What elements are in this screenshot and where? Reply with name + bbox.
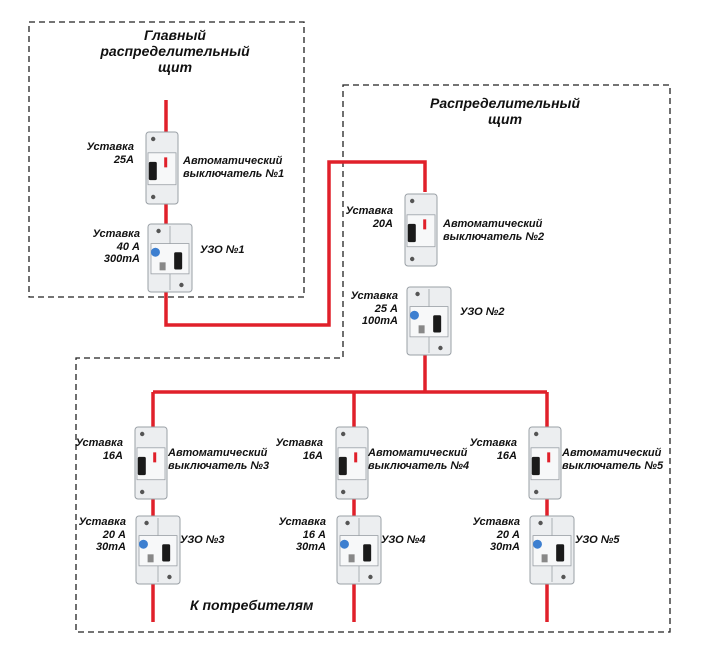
rcd-4-setting: Уставка 16 А 30mA	[278, 516, 326, 554]
toggle-lever-icon	[148, 161, 157, 181]
toggle-lever-icon	[433, 315, 442, 333]
rcd-2-label: УЗО №2	[460, 306, 505, 318]
breaker-2-icon	[404, 193, 438, 267]
red-indicator-icon	[354, 452, 358, 463]
terminal-screw-icon	[415, 291, 420, 297]
rcd-3-label: УЗО №3	[180, 534, 225, 546]
breaker-5-icon	[528, 426, 562, 500]
terminal-screw-icon	[368, 574, 373, 580]
breaker-4-icon	[335, 426, 369, 500]
test-button-icon	[150, 247, 160, 257]
rcd-1-icon	[147, 223, 193, 293]
terminal-screw-icon	[167, 574, 172, 580]
toggle-lever-icon	[137, 456, 146, 476]
breaker-1-label: Автоматический выключатель №1	[183, 155, 285, 180]
breaker-1-icon	[145, 131, 179, 205]
breaker-1-setting: Уставка 25А	[86, 141, 134, 166]
rcd-front	[339, 535, 379, 567]
terminal-screw-icon	[140, 489, 145, 495]
terminal-screw-icon	[151, 194, 156, 200]
breaker-2-setting: Уставка 20А	[345, 205, 393, 230]
terminal-screw-icon	[410, 198, 415, 204]
consumers-label: К потребителям	[190, 597, 314, 613]
label-window-icon	[348, 554, 355, 563]
breaker-4-setting: Уставка 16А	[275, 437, 323, 462]
terminal-screw-icon	[438, 345, 443, 351]
label-window-icon	[541, 554, 548, 563]
toggle-lever-icon	[162, 544, 171, 562]
toggle-lever-icon	[174, 252, 183, 270]
breaker-3-setting: Уставка 16А	[75, 437, 123, 462]
main-panel-title: Главный распределительный щит	[100, 27, 250, 76]
toggle-lever-icon	[531, 456, 540, 476]
test-button-icon	[409, 310, 419, 320]
rcd-3-setting: Уставка 20 А 30mA	[78, 516, 126, 554]
rcd-4-label: УЗО №4	[381, 534, 426, 546]
breaker-2-label: Автоматический выключатель №2	[443, 218, 545, 243]
terminal-screw-icon	[341, 489, 346, 495]
rcd-2-setting: Уставка 25 А 100mA	[350, 290, 398, 328]
main-panel-frame	[28, 21, 305, 298]
toggle-lever-icon	[556, 544, 565, 562]
terminal-screw-icon	[341, 431, 346, 437]
label-window-icon	[418, 325, 425, 334]
rcd-2-icon	[406, 286, 452, 356]
rcd-5-setting: Уставка 20 А 30mA	[472, 516, 520, 554]
red-indicator-icon	[153, 452, 157, 463]
terminal-screw-icon	[156, 228, 161, 234]
breaker-3-label: Автоматический выключатель №3	[168, 447, 270, 472]
red-indicator-icon	[164, 157, 168, 168]
breaker-5-label: Автоматический выключатель №5	[562, 447, 664, 472]
terminal-screw-icon	[534, 489, 539, 495]
terminal-screw-icon	[151, 136, 156, 142]
terminal-screw-icon	[345, 520, 350, 526]
rcd-1-label: УЗО №1	[200, 244, 245, 256]
test-button-icon	[532, 539, 542, 549]
rcd-5-icon	[529, 515, 575, 585]
test-button-icon	[138, 539, 148, 549]
terminal-screw-icon	[561, 574, 566, 580]
breaker-5-setting: Уставка 16А	[469, 437, 517, 462]
terminal-screw-icon	[410, 256, 415, 262]
toggle-lever-icon	[338, 456, 347, 476]
terminal-screw-icon	[144, 520, 149, 526]
terminal-screw-icon	[140, 431, 145, 437]
terminal-screw-icon	[534, 431, 539, 437]
red-indicator-icon	[547, 452, 551, 463]
breaker-3-icon	[134, 426, 168, 500]
toggle-lever-icon	[363, 544, 372, 562]
dist-panel-title: Распределительный щит	[430, 95, 581, 128]
rcd-1-setting: Уставка 40 А 300mA	[92, 228, 140, 266]
breaker-4-label: Автоматический выключатель №4	[368, 447, 470, 472]
red-indicator-icon	[423, 219, 427, 230]
rcd-3-icon	[135, 515, 181, 585]
test-button-icon	[339, 539, 349, 549]
toggle-lever-icon	[407, 223, 416, 243]
rcd-4-icon	[336, 515, 382, 585]
label-window-icon	[159, 262, 166, 271]
rcd-5-label: УЗО №5	[575, 534, 620, 546]
label-window-icon	[147, 554, 154, 563]
terminal-screw-icon	[179, 282, 184, 288]
terminal-screw-icon	[538, 520, 543, 526]
